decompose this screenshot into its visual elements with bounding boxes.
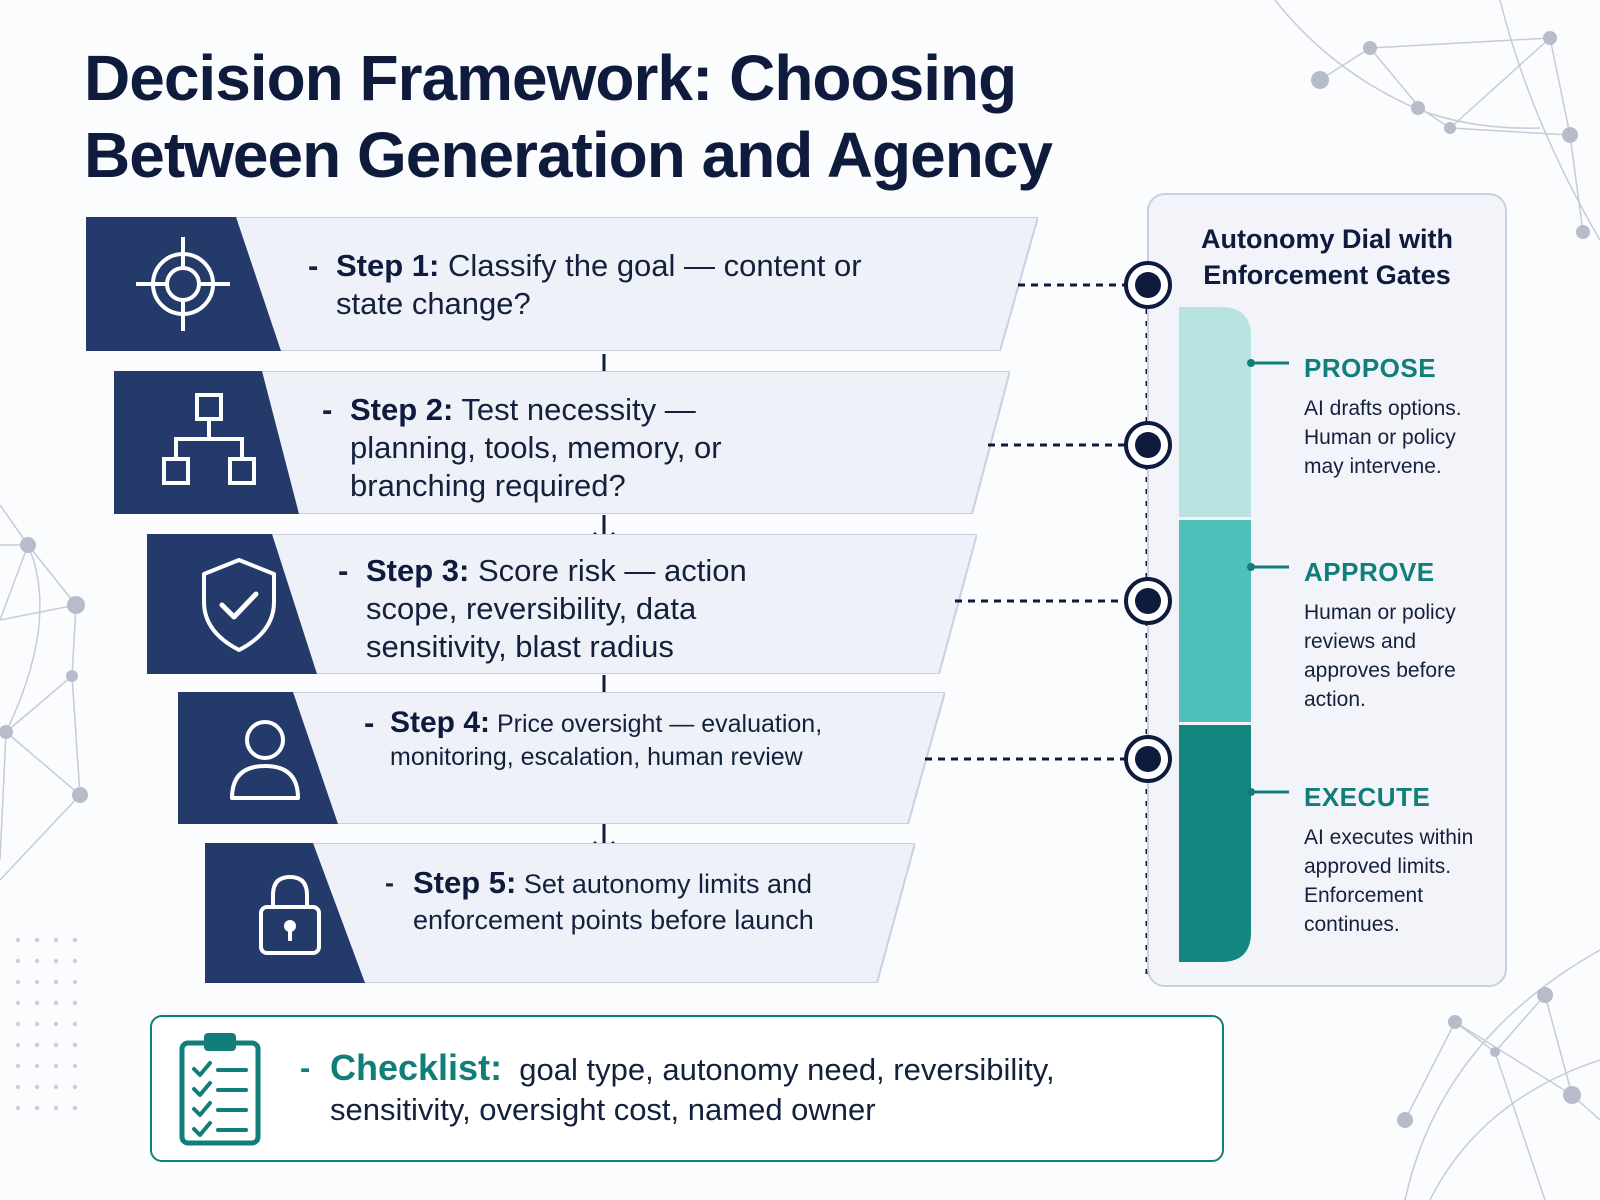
decorative-dot — [72, 1063, 78, 1069]
propose-segment — [1179, 307, 1251, 517]
step-2-label: Step 2: — [350, 392, 454, 427]
step-1-label: Step 1: — [336, 248, 440, 283]
person-icon — [230, 720, 300, 800]
step-3-label: Step 3: — [366, 553, 470, 588]
decorative-dot — [15, 937, 21, 943]
execute-segment — [1179, 725, 1251, 962]
decorative-dot — [15, 958, 21, 964]
gate-marker-3 — [1124, 577, 1172, 625]
step-2-description: Test necessity — planning, tools, memory… — [350, 392, 722, 503]
step-1-description: Classify the goal — content or state cha… — [336, 248, 862, 321]
hierarchy-icon — [162, 393, 256, 485]
step-4-text: -Step 4: Price oversight — evaluation, m… — [364, 705, 823, 771]
decorative-dot — [53, 1105, 59, 1111]
decorative-dot — [34, 1063, 40, 1069]
decorative-dot — [72, 1000, 78, 1006]
decorative-dot — [15, 1000, 21, 1006]
decorative-dot — [53, 1000, 59, 1006]
decorative-dot — [72, 937, 78, 943]
decorative-dot — [15, 1042, 21, 1048]
decorative-dot — [53, 979, 59, 985]
step-1-shape — [86, 217, 1038, 351]
decorative-dot — [53, 958, 59, 964]
decorative-dot — [34, 1000, 40, 1006]
target-icon — [136, 237, 230, 331]
step-1-text: -Step 1: Classify the goal — content or … — [308, 248, 862, 321]
decorative-dot — [53, 1021, 59, 1027]
decorative-dot — [15, 1105, 21, 1111]
decorative-dot — [72, 1021, 78, 1027]
decorative-dot — [53, 1084, 59, 1090]
checklist-text: -Checklist: goal type, autonomy need, re… — [300, 1047, 1055, 1128]
decorative-dot — [34, 1042, 40, 1048]
step-3-shape — [147, 534, 977, 674]
execute-label: EXECUTE — [1304, 782, 1431, 812]
step-5-description: Set autonomy limits and enforcement poin… — [413, 869, 814, 935]
gate-marker-4 — [1124, 735, 1172, 783]
decorative-dot — [72, 1105, 78, 1111]
step-1-card: -Step 1: Classify the goal — content or … — [86, 217, 1038, 351]
decorative-dot — [53, 1063, 59, 1069]
decorative-dot — [72, 1084, 78, 1090]
step-5-label: Step 5: — [413, 865, 517, 900]
step-4-card: -Step 4: Price oversight — evaluation, m… — [178, 692, 945, 824]
decorative-dot — [15, 1084, 21, 1090]
decorative-dot — [53, 937, 59, 943]
padlock-icon — [259, 874, 321, 955]
autonomy-dial-bar — [1179, 307, 1289, 962]
step-2-card: -Step 2: Test necessity — planning, tool… — [114, 371, 1010, 514]
decorative-dot — [72, 1042, 78, 1048]
checklist-box: -Checklist: goal type, autonomy need, re… — [150, 1015, 1224, 1162]
checklist-items: goal type, autonomy need, reversibility,… — [330, 1052, 1055, 1127]
decorative-dot — [34, 937, 40, 943]
step-3-description: Score risk — action scope, reversibility… — [366, 553, 747, 664]
gate-marker-2 — [1124, 421, 1172, 469]
checklist-label: Checklist: — [330, 1047, 503, 1088]
step-2-text: -Step 2: Test necessity — planning, tool… — [322, 392, 722, 503]
step-5-card: -Step 5: Set autonomy limits and enforce… — [205, 843, 915, 983]
page-title: Decision Framework: Choosing Between Gen… — [84, 42, 1053, 191]
gate-marker-1 — [1124, 261, 1172, 309]
decorative-dot — [34, 979, 40, 985]
shield-check-icon — [202, 558, 276, 652]
propose-description: AI drafts options. Human or policy may i… — [1304, 397, 1462, 478]
decorative-dot — [34, 958, 40, 964]
step-4-label: Step 4: — [390, 706, 491, 739]
approve-segment — [1179, 520, 1251, 722]
decorative-dot — [34, 1105, 40, 1111]
step-5-text: -Step 5: Set autonomy limits and enforce… — [385, 865, 814, 935]
step-5-shape — [205, 843, 915, 983]
autonomy-dial-title: Autonomy Dial with Enforcement Gates — [1201, 224, 1453, 290]
decorative-dot — [53, 1042, 59, 1048]
autonomy-dial-panel: Autonomy Dial with Enforcement Gates PRO… — [1147, 193, 1507, 987]
decorative-dot — [72, 979, 78, 985]
execute-description: AI executes within approved limits. Enfo… — [1304, 826, 1474, 936]
gate-markers — [1124, 261, 1172, 783]
step-4-description: Price oversight — evaluation, monitoring… — [390, 710, 823, 771]
decorative-dot — [34, 1084, 40, 1090]
clipboard-checklist-icon — [179, 1033, 261, 1146]
approve-label: APPROVE — [1304, 557, 1435, 587]
decorative-dot — [15, 1063, 21, 1069]
propose-label: PROPOSE — [1304, 353, 1437, 383]
approve-description: Human or policy reviews and approves bef… — [1304, 601, 1456, 711]
decorative-dot — [34, 1021, 40, 1027]
decorative-dot — [15, 979, 21, 985]
decorative-dot — [72, 958, 78, 964]
step-3-card: -Step 3: Score risk — action scope, reve… — [147, 534, 977, 674]
decorative-dot — [15, 1021, 21, 1027]
step-3-text: -Step 3: Score risk — action scope, reve… — [338, 553, 747, 664]
